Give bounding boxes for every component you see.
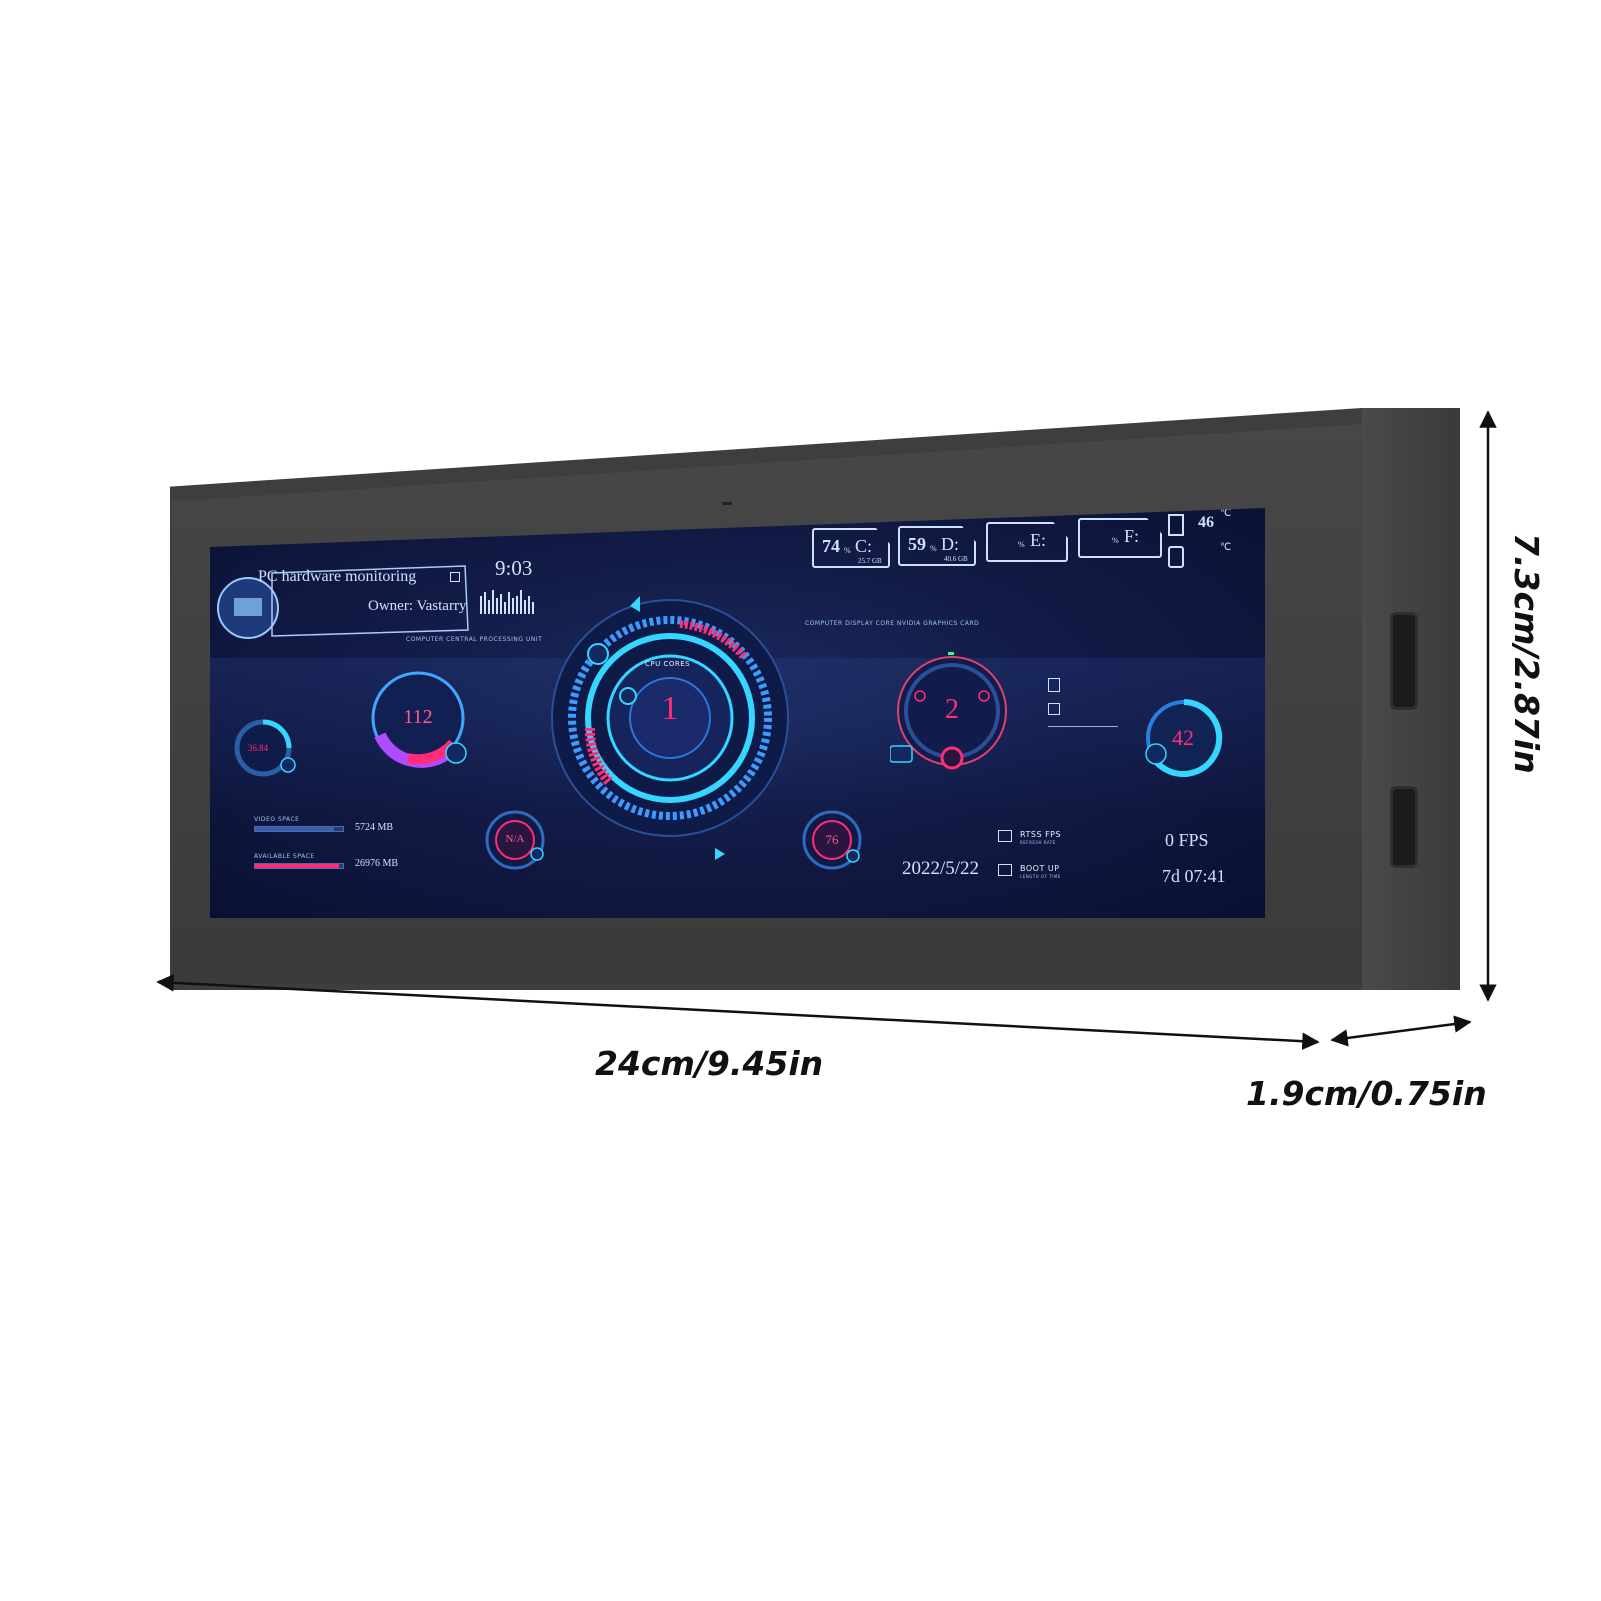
drive-c-percent: 74 bbox=[822, 536, 840, 556]
gpu-info-divider bbox=[1048, 726, 1118, 727]
bottom-left-gauge-value: N/A bbox=[505, 833, 525, 845]
drive-d-percent-sign: % bbox=[930, 544, 937, 553]
drive-d-box bbox=[898, 526, 976, 566]
uptime-value: 7d 07:41 bbox=[1162, 866, 1226, 886]
drive-d-letter: D: bbox=[941, 534, 959, 554]
disk-icon bbox=[1168, 546, 1184, 568]
drive-e-box bbox=[986, 522, 1068, 562]
small-left-gauge-value: 36.84 bbox=[247, 743, 269, 753]
grid-icon bbox=[450, 572, 460, 582]
drive-f-letter: F: bbox=[1124, 526, 1140, 546]
app-title: PC hardware monitoring bbox=[258, 568, 417, 585]
gpu-caption: COMPUTER DISPLAY CORE NVIDIA GRAPHICS CA… bbox=[805, 620, 980, 627]
temp-unit-2: ℃ bbox=[1220, 542, 1232, 553]
sd-card-icon bbox=[1168, 514, 1184, 536]
available-space-value: 26976 MB bbox=[355, 858, 399, 869]
owner-label: Owner: Vastarry bbox=[368, 598, 467, 614]
display-screen: PC hardware monitoring Owner: Vastarry 9… bbox=[210, 508, 1265, 918]
available-space-bar-fill bbox=[255, 864, 339, 868]
gpu-center-value: 2 bbox=[945, 694, 959, 725]
cpu-cores-label: CPU CORES bbox=[645, 660, 691, 668]
fan-icon bbox=[1048, 703, 1060, 715]
boot-sub: LENGTH OF TIME bbox=[1020, 874, 1061, 879]
drive-e-percent-sign: % bbox=[1018, 540, 1025, 549]
fps-value: 0 FPS bbox=[1165, 830, 1209, 850]
header-frame bbox=[217, 565, 469, 639]
left-gauge bbox=[371, 671, 467, 768]
width-dimension-label: 24cm/9.45in bbox=[595, 1044, 824, 1083]
cpu-caption: COMPUTER CENTRAL PROCESSING UNIT bbox=[406, 636, 543, 643]
bottom-mid-gauge-value: 76 bbox=[825, 832, 839, 847]
temp-unit-1: ℃ bbox=[1220, 508, 1232, 519]
drive-f-box bbox=[1078, 518, 1162, 558]
file-icon bbox=[1048, 678, 1060, 692]
gpu-dial bbox=[890, 652, 1007, 770]
drive-d-size: 40.6 GB bbox=[944, 555, 968, 563]
video-space-bar bbox=[254, 826, 344, 832]
available-space-label: AVAILABLE SPACE bbox=[254, 853, 315, 860]
right-gauge-value: 42 bbox=[1172, 725, 1194, 750]
cpu-center-value: 1 bbox=[661, 690, 679, 727]
video-space-bar-fill bbox=[255, 827, 335, 831]
usb-c-port-top bbox=[1390, 612, 1418, 710]
audio-spectrum-icon bbox=[480, 590, 534, 614]
left-gauge-value: 112 bbox=[403, 706, 433, 728]
small-left-gauge bbox=[234, 719, 296, 777]
video-space-label: VIDEO SPACE bbox=[254, 816, 300, 823]
available-space-bar bbox=[254, 863, 344, 869]
rtss-sub: REFRESH RATE bbox=[1020, 840, 1056, 845]
drive-e-letter: E: bbox=[1030, 530, 1046, 550]
bezel-sensor bbox=[722, 502, 732, 505]
cpu-cores-dial bbox=[551, 596, 789, 860]
boot-label: BOOT UP bbox=[1020, 864, 1060, 873]
right-gauge bbox=[1145, 699, 1223, 777]
height-dimension-label: 7.3cm/2.87in bbox=[1507, 533, 1546, 774]
drive-c-size: 25.7 GB bbox=[858, 557, 882, 565]
video-space-value: 5724 MB bbox=[355, 822, 394, 833]
rtss-label: RTSS FPS bbox=[1020, 830, 1062, 839]
bottom-mid-gauge bbox=[802, 810, 862, 870]
drive-c-box bbox=[812, 528, 890, 568]
boot-icon bbox=[998, 864, 1012, 876]
drive-c-percent-sign: % bbox=[844, 546, 851, 555]
depth-dimension-label: 1.9cm/0.75in bbox=[1246, 1074, 1487, 1113]
date-value: 2022/5/22 bbox=[902, 858, 980, 879]
bottom-left-gauge bbox=[485, 810, 545, 870]
usb-c-port-bottom bbox=[1390, 786, 1418, 868]
drive-f-percent-sign: % bbox=[1112, 536, 1119, 545]
drive-c-letter: C: bbox=[855, 536, 873, 556]
clock-time: 9:03 bbox=[495, 556, 533, 580]
drive-d-percent: 59 bbox=[908, 534, 926, 554]
monitor-icon bbox=[998, 830, 1012, 842]
temp-value: 46 bbox=[1198, 514, 1214, 531]
